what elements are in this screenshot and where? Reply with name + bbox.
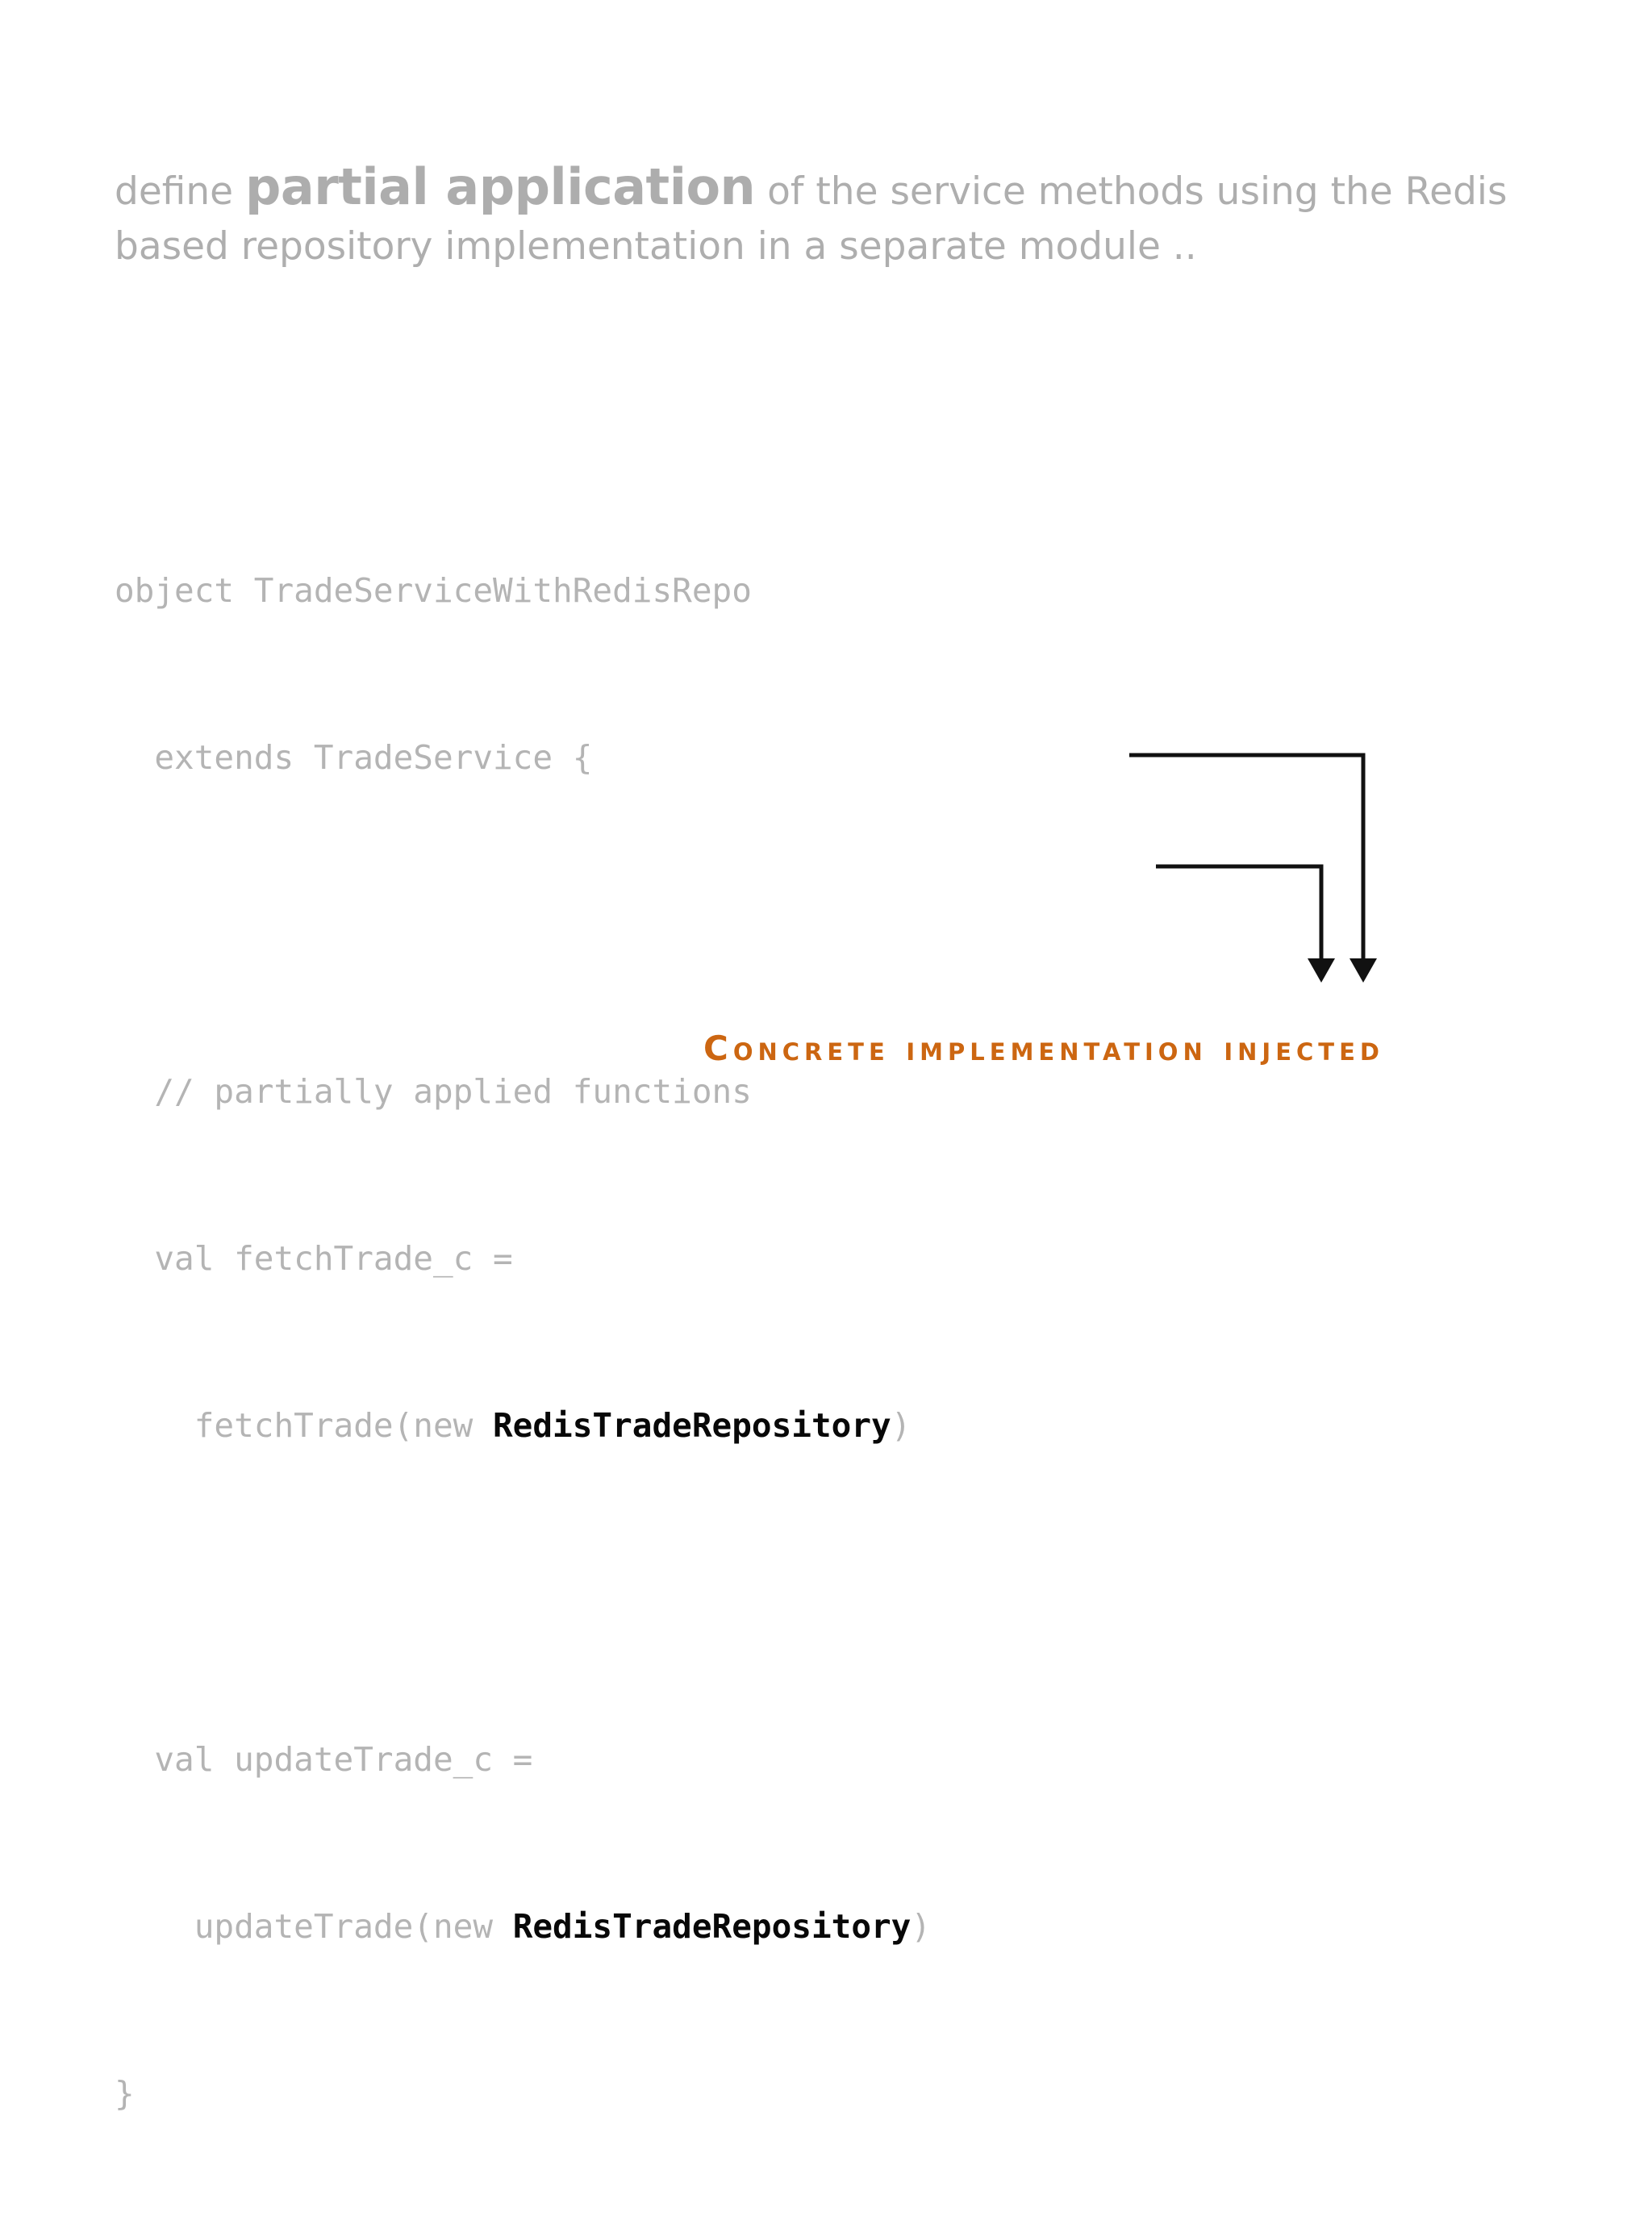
code-highlight-redis-repository: RedisTradeRepository [512, 1907, 912, 1946]
connector-fetch-trade [1129, 753, 1366, 962]
code-line: fetchTrade(new RedisTradeRepository) [115, 1398, 931, 1454]
code-text: object TradeServiceWithRedisRepo [115, 571, 752, 610]
code-text: fetchTrade(new [115, 1406, 493, 1445]
code-text: val updateTrade_c = [115, 1740, 533, 1779]
caption-concrete-implementation-injected: Concrete implementation injected [703, 1029, 1384, 1068]
connector-fetch-trade-arrowhead [1350, 958, 1377, 983]
code-line: } [115, 2066, 931, 2122]
slide-canvas: define partial application of the servic… [115, 159, 1615, 2113]
code-comment: // partially applied functions [115, 1072, 752, 1111]
code-line: val updateTrade_c = [115, 1732, 931, 1788]
heading-tail: of the service methods using the Redis b… [115, 169, 1520, 269]
heading-emphasis: partial application [245, 157, 756, 216]
code-line: object TradeServiceWithRedisRepo [115, 563, 931, 619]
code-text: ) [891, 1406, 912, 1445]
connector-update-trade [1156, 864, 1324, 962]
code-text: val fetchTrade_c = [115, 1239, 513, 1278]
heading-lead: define [115, 169, 245, 214]
code-line: extends TradeService { [115, 730, 931, 786]
page-title: define partial application of the servic… [115, 160, 1615, 274]
code-text: } [115, 2074, 135, 2113]
code-line-blank [115, 897, 931, 953]
code-line: updateTrade(new RedisTradeRepository) [115, 1899, 931, 1955]
code-text: updateTrade(new [115, 1907, 513, 1946]
code-highlight-redis-repository: RedisTradeRepository [493, 1406, 891, 1445]
code-text: extends TradeService { [115, 738, 593, 777]
code-text: ) [911, 1907, 932, 1946]
code-line-blank [115, 1565, 931, 1621]
code-line: // partially applied functions [115, 1064, 931, 1120]
code-block: object TradeServiceWithRedisRepo extends… [115, 452, 931, 2233]
connector-update-trade-arrowhead [1308, 958, 1335, 983]
code-line: val fetchTrade_c = [115, 1231, 931, 1287]
